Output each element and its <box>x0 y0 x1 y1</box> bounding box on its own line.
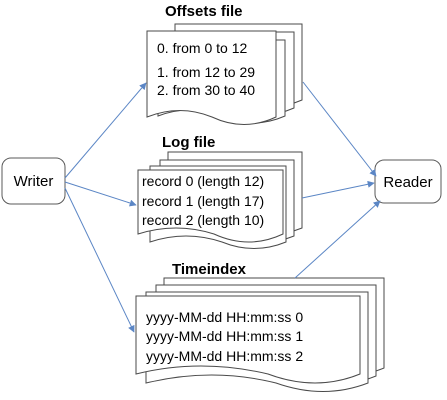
offsets-line-2: 2. from 30 to 40 <box>157 82 255 98</box>
log-file-document: Log file record 0 (length 12) record 1 (… <box>137 134 303 249</box>
log-line-1: record 1 (length 17) <box>142 193 264 209</box>
arrow-writer-to-timeindex <box>64 187 135 333</box>
reader-label: Reader <box>383 174 432 191</box>
writer-node: Writer <box>1 157 66 205</box>
offsets-file-title: Offsets file <box>165 3 243 20</box>
arrow-timeindex-to-reader <box>294 200 381 279</box>
arrow-writer-to-log <box>64 181 137 207</box>
arrow-writer-to-offsets <box>64 82 147 179</box>
timeindex-title: Timeindex <box>172 261 247 278</box>
arrow-log-to-reader <box>301 180 375 199</box>
timeindex-line-0: yyyy-MM-dd HH:mm:ss 0 <box>146 309 303 325</box>
writer-label: Writer <box>14 173 54 190</box>
log-page-front <box>137 169 284 243</box>
reader-node: Reader <box>374 159 442 204</box>
reader-box <box>374 159 442 204</box>
log-line-2: record 2 (length 10) <box>142 212 264 228</box>
offsets-file-document: Offsets file 0. from 0 to 12 1. from 12 … <box>146 3 303 125</box>
offsets-line-0: 0. from 0 to 12 <box>157 40 247 56</box>
log-file-title: Log file <box>162 134 215 151</box>
arrow-offsets-to-reader <box>302 81 377 177</box>
offsets-line-1: 1. from 12 to 29 <box>157 64 255 80</box>
timeindex-page-front <box>135 295 361 384</box>
offsets-page-front <box>146 30 277 125</box>
writer-box <box>1 157 66 205</box>
timeindex-line-1: yyyy-MM-dd HH:mm:ss 1 <box>146 328 303 344</box>
log-line-0: record 0 (length 12) <box>142 173 264 189</box>
timeindex-document: Timeindex yyyy-MM-dd HH:mm:ss 0 yyyy-MM-… <box>135 261 385 392</box>
timeindex-line-2: yyyy-MM-dd HH:mm:ss 2 <box>146 348 303 364</box>
